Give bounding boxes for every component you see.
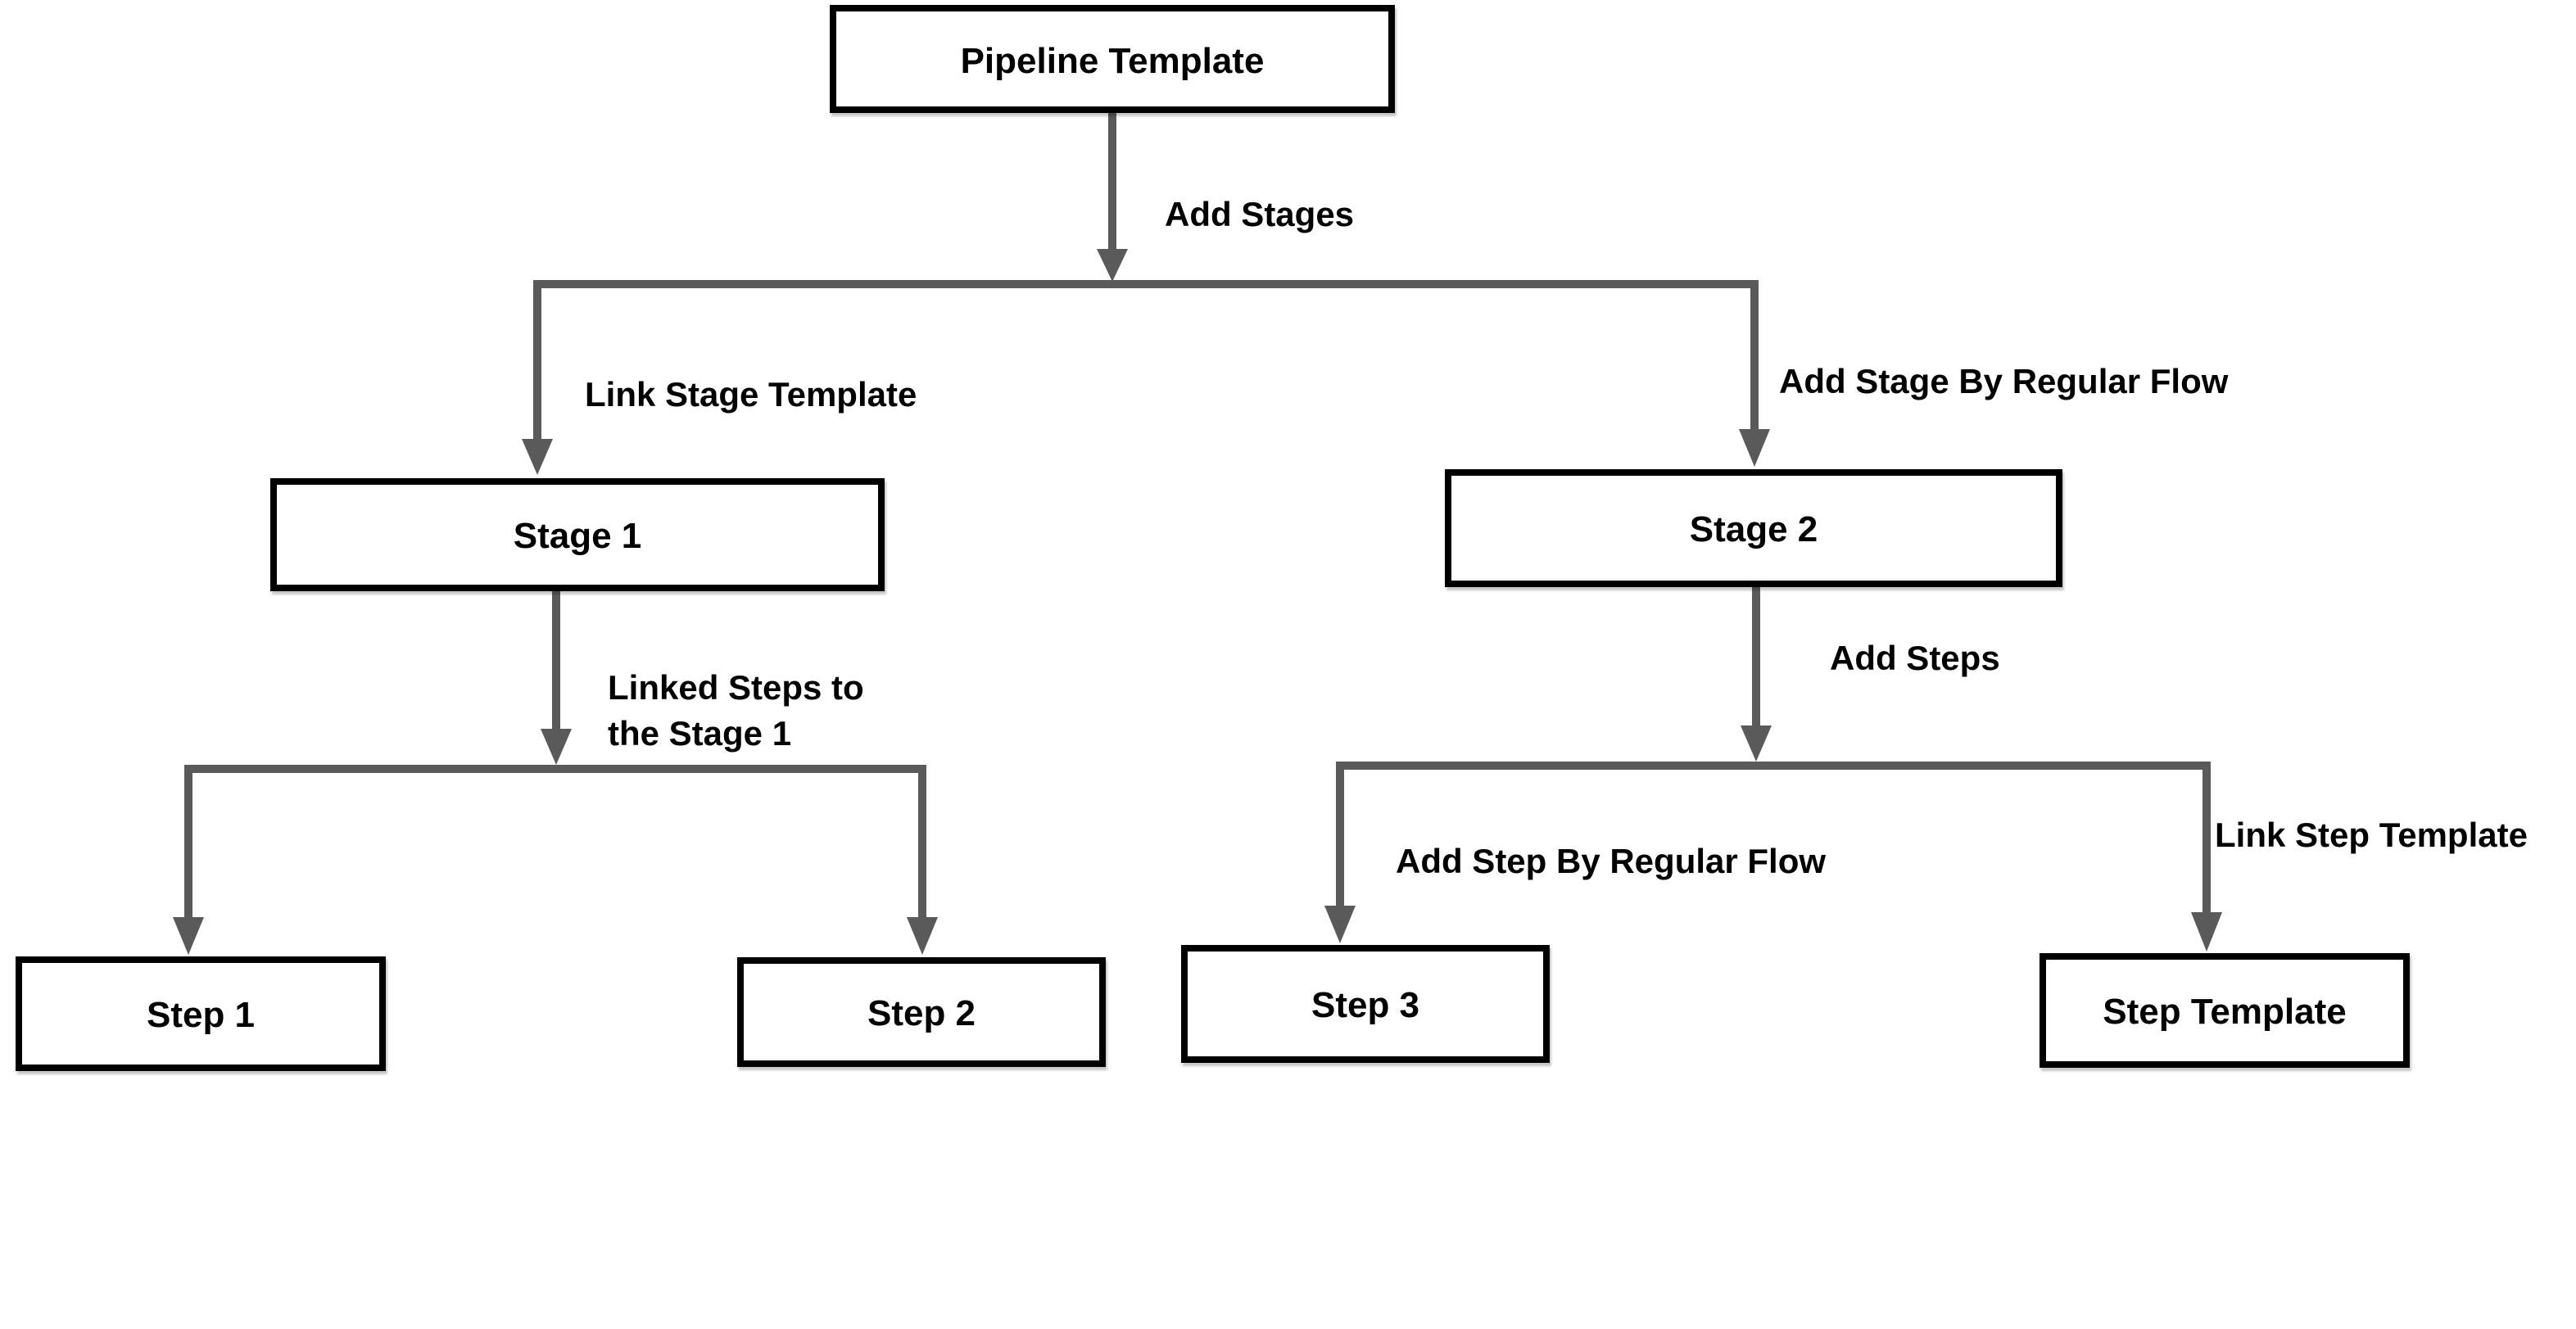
node-stage-2-label: Stage 2 [1690, 509, 1818, 549]
node-step-template-label: Step Template [2103, 992, 2346, 1032]
node-pipeline-template-label: Pipeline Template [961, 41, 1265, 81]
arrowhead-add-step-by-regular-flow [1324, 906, 1356, 943]
node-step-template: Step Template [2040, 953, 2410, 1068]
arrowhead-add-steps [1741, 726, 1772, 762]
node-step-1: Step 1 [16, 956, 386, 1071]
edge-label-add-steps: Add Steps [1830, 639, 2000, 677]
node-pipeline-template-box [830, 5, 1395, 113]
edge-label-linked-steps-line1: Linked Steps to [608, 668, 864, 707]
edge-label-add-stages: Add Stages [1165, 195, 1354, 233]
arrowhead-add-stage-by-regular-flow [1739, 429, 1770, 467]
node-pipeline-template: Pipeline Template [830, 5, 1395, 113]
node-step-2-label: Step 2 [867, 993, 976, 1033]
edge-label-link-stage-template: Link Stage Template [585, 375, 917, 414]
arrowhead-to-step-2 [907, 917, 938, 955]
node-step-1-box [16, 956, 386, 1071]
node-step-template-box [2040, 953, 2410, 1068]
node-stage-2: Stage 2 [1445, 469, 2062, 587]
node-stage-1-box [270, 478, 885, 591]
edge-label-add-stage-by-regular-flow: Add Stage By Regular Flow [1779, 362, 2229, 400]
node-step-1-label: Step 1 [147, 995, 255, 1035]
edge-label-linked-steps-line2: the Stage 1 [608, 714, 791, 753]
arrowhead-link-step-template [2191, 912, 2222, 952]
nodes: Pipeline Template Stage 1 Stage 2 Step 1… [16, 5, 2410, 1071]
node-step-3-label: Step 3 [1311, 985, 1419, 1025]
arrowhead-to-step-1 [173, 917, 204, 955]
node-stage-1: Stage 1 [270, 478, 885, 591]
node-step-3-box [1181, 945, 1550, 1063]
edge-labels: Add Stages Link Stage Template Add Stage… [585, 195, 2528, 880]
edge-label-link-step-template: Link Step Template [2215, 816, 2528, 854]
arrowhead-add-stages [1097, 249, 1128, 282]
arrowhead-linked-steps [541, 729, 572, 765]
node-stage-1-label: Stage 1 [514, 516, 642, 556]
edges [173, 110, 2222, 955]
node-stage-2-box [1445, 469, 2062, 587]
node-step-3: Step 3 [1181, 945, 1550, 1063]
node-step-2-box [737, 957, 1106, 1067]
edge-label-add-step-by-regular-flow: Add Step By Regular Flow [1396, 842, 1826, 880]
node-step-2: Step 2 [737, 957, 1106, 1067]
arrowhead-link-stage-template [522, 439, 553, 475]
